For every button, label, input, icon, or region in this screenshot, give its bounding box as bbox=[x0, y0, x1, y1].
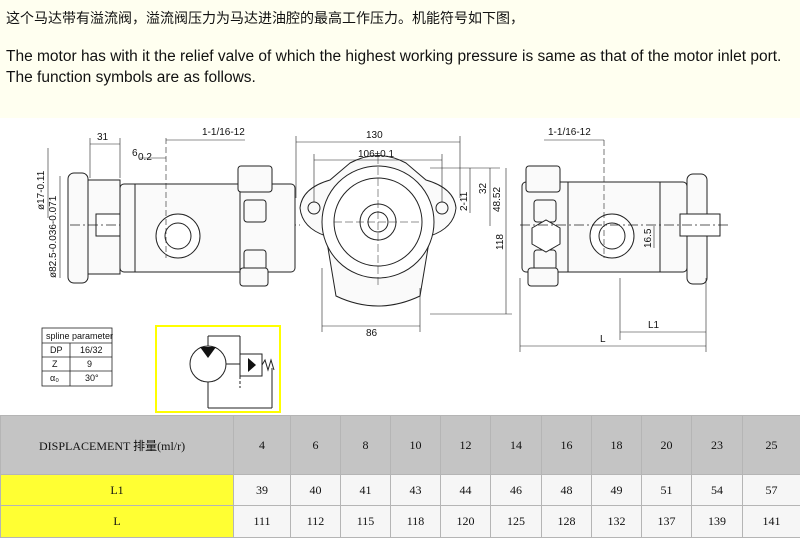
dim-pilot-dia: ø82.5-0.036-0.071 bbox=[48, 195, 59, 278]
table-header-row: DISPLACEMENT 排量(ml/r) 4 6 8 10 12 14 16 … bbox=[1, 416, 800, 475]
displacement-header-label: DISPLACEMENT 排量(ml/r) bbox=[1, 416, 234, 475]
dim-130: 130 bbox=[366, 130, 383, 141]
displacement-table: DISPLACEMENT 排量(ml/r) 4 6 8 10 12 14 16 … bbox=[0, 415, 800, 538]
function-symbol bbox=[156, 326, 280, 412]
dim-right-thread: 1-1/16-12 bbox=[548, 127, 591, 138]
dim-L: L bbox=[600, 334, 606, 345]
spline-value-alpha: 30° bbox=[85, 373, 99, 383]
table-cell: 115 bbox=[341, 506, 391, 538]
table-cell: 41 bbox=[341, 475, 391, 506]
row-label-L: L bbox=[1, 506, 234, 538]
dim-106: 106±0.1 bbox=[358, 149, 395, 160]
dim-118: 118 bbox=[495, 234, 506, 250]
spline-param-alpha: α₀ bbox=[50, 373, 59, 383]
displacement-value: 25 bbox=[743, 416, 800, 475]
dim-L1: L1 bbox=[648, 320, 660, 331]
table-cell: 125 bbox=[491, 506, 542, 538]
front-view bbox=[296, 136, 512, 332]
displacement-value: 23 bbox=[692, 416, 743, 475]
table-cell: 44 bbox=[441, 475, 491, 506]
displacement-value: 10 bbox=[391, 416, 441, 475]
dim-left-thread: 1-1/16-12 bbox=[202, 127, 245, 138]
spline-value-z: 9 bbox=[87, 359, 92, 369]
table-cell: 120 bbox=[441, 506, 491, 538]
dim-16-5: 16.5 bbox=[643, 228, 654, 248]
spline-title: spline parameter bbox=[46, 331, 113, 341]
table-cell: 51 bbox=[642, 475, 692, 506]
dim-6-tol: 0.2 bbox=[138, 152, 152, 163]
table-cell: 40 bbox=[291, 475, 341, 506]
dim-86: 86 bbox=[366, 328, 378, 339]
dim-2-11: 2-11 bbox=[459, 191, 470, 211]
displacement-value: 20 bbox=[642, 416, 692, 475]
table-cell: 128 bbox=[542, 506, 592, 538]
displacement-value: 18 bbox=[592, 416, 642, 475]
table-cell: 48 bbox=[542, 475, 592, 506]
table-cell: 57 bbox=[743, 475, 800, 506]
table-row-L: L 111 112 115 118 120 125 128 132 137 13… bbox=[1, 506, 800, 538]
table-cell: 54 bbox=[692, 475, 743, 506]
table-cell: 39 bbox=[234, 475, 291, 506]
displacement-value: 12 bbox=[441, 416, 491, 475]
technical-drawing: 31 6 0.2 1-1/16-12 ø17-0.11 ø82.5-0.036-… bbox=[0, 118, 800, 415]
displacement-value: 6 bbox=[291, 416, 341, 475]
table-cell: 132 bbox=[592, 506, 642, 538]
table-cell: 137 bbox=[642, 506, 692, 538]
intro-panel: 这个马达带有溢流阀，溢流阀压力为马达进油腔的最高工作压力。机能符号如下图， Th… bbox=[0, 0, 800, 119]
left-side-view bbox=[48, 138, 300, 286]
spline-param-z: Z bbox=[52, 359, 58, 369]
table-cell: 141 bbox=[743, 506, 800, 538]
row-label-L1: L1 bbox=[1, 475, 234, 506]
dim-48: 48.52 bbox=[492, 187, 503, 212]
table-row-L1: L1 39 40 41 43 44 46 48 49 51 54 57 bbox=[1, 475, 800, 506]
intro-english-text: The motor has with it the relief valve o… bbox=[6, 46, 796, 88]
dim-32: 32 bbox=[478, 182, 489, 194]
table-cell: 49 bbox=[592, 475, 642, 506]
spline-value-dp: 16/32 bbox=[80, 345, 103, 355]
table-cell: 43 bbox=[391, 475, 441, 506]
dim-31: 31 bbox=[97, 132, 109, 143]
intro-chinese-text: 这个马达带有溢流阀，溢流阀压力为马达进油腔的最高工作压力。机能符号如下图， bbox=[6, 8, 524, 28]
table-cell: 139 bbox=[692, 506, 743, 538]
drawing-svg: 31 6 0.2 1-1/16-12 ø17-0.11 ø82.5-0.036-… bbox=[0, 118, 800, 415]
displacement-value: 16 bbox=[542, 416, 592, 475]
displacement-value: 4 bbox=[234, 416, 291, 475]
right-side-view bbox=[520, 140, 730, 352]
displacement-value: 8 bbox=[341, 416, 391, 475]
table-cell: 112 bbox=[291, 506, 341, 538]
spline-param-dp: DP bbox=[50, 345, 63, 355]
table-cell: 118 bbox=[391, 506, 441, 538]
displacement-value: 14 bbox=[491, 416, 542, 475]
table-cell: 46 bbox=[491, 475, 542, 506]
table-cell: 111 bbox=[234, 506, 291, 538]
dim-shaft-dia: ø17-0.11 bbox=[36, 170, 47, 210]
